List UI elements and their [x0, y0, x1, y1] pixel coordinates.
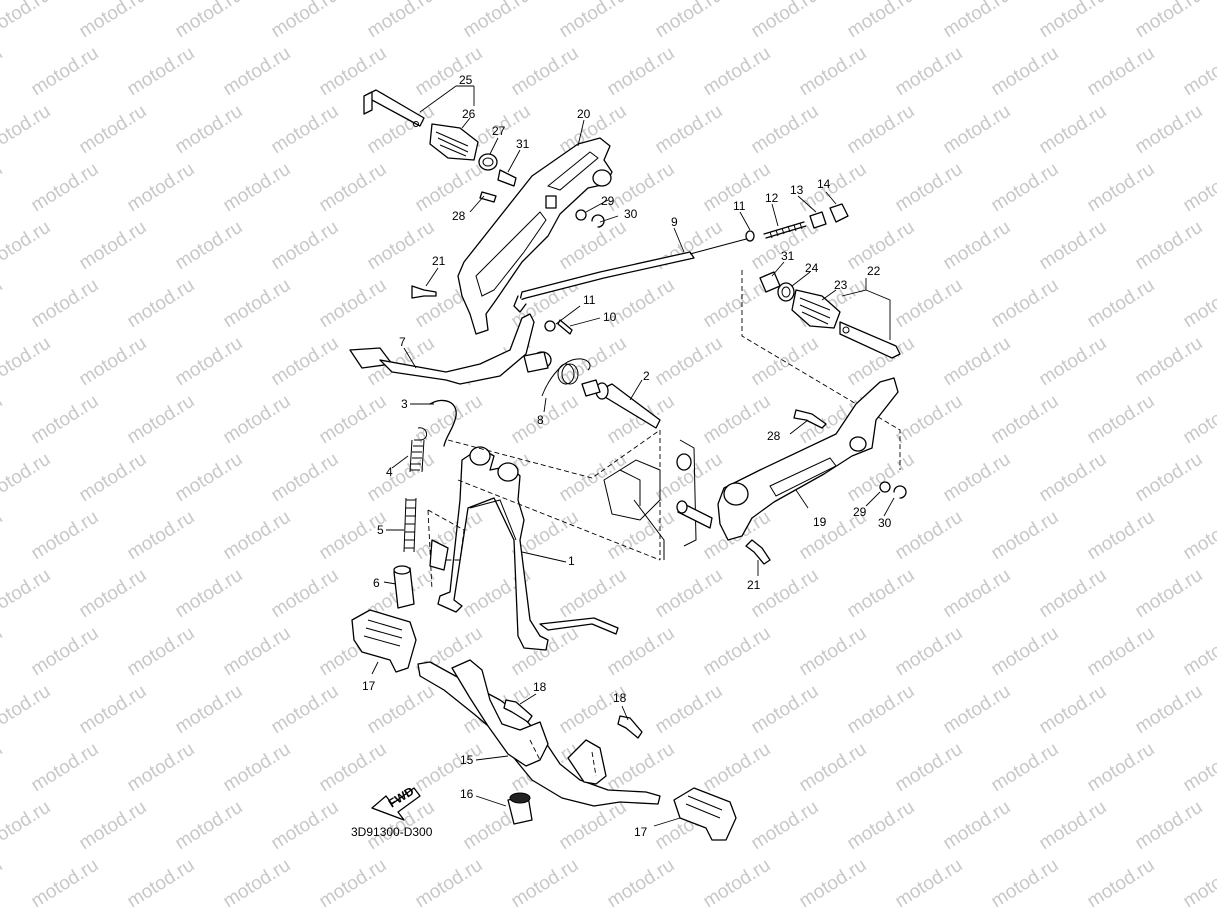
callout-1: 1 [568, 554, 575, 568]
stand-bracket-drawing [429, 539, 449, 571]
callout-15: 15 [460, 753, 474, 767]
bolt-18-left-drawing [503, 699, 533, 723]
callout-28-right: 28 [767, 429, 781, 443]
pin-10-drawing [557, 319, 573, 335]
callout-24: 24 [805, 261, 819, 275]
callout-25: 25 [459, 73, 473, 87]
callout-26: 26 [462, 107, 476, 121]
callout-27: 27 [492, 124, 506, 138]
callout-18-right: 18 [613, 691, 627, 705]
collar-6-drawing [393, 565, 415, 609]
clip-30-left-drawing [591, 214, 605, 228]
washer-11-drawing [745, 230, 755, 242]
shaft-2-drawing [581, 379, 661, 429]
part-drawings: FWD [349, 89, 907, 841]
brake-pedal-drawing [349, 313, 552, 385]
rear-footrest-left-drawing [363, 89, 517, 203]
washer-11b-drawing [544, 320, 556, 332]
spring-hook-3-drawing [429, 399, 457, 447]
spring-12-drawing [763, 221, 807, 239]
bolt-21-left-drawing [411, 285, 437, 299]
damper-16-drawing [507, 792, 533, 825]
callout-6: 6 [373, 576, 380, 590]
callout-16: 16 [460, 787, 474, 801]
callout-23: 23 [834, 278, 848, 292]
callout-14: 14 [817, 177, 831, 191]
callout-28-left: 28 [452, 209, 466, 223]
frame-center-drawing [603, 430, 713, 560]
spring-4-drawing [409, 427, 427, 473]
washer-29-right-drawing [879, 481, 891, 493]
callout-13: 13 [790, 183, 804, 197]
footrest-17-right-drawing [673, 787, 737, 841]
clip-30-right-drawing [893, 485, 907, 499]
spring-5-drawing [403, 497, 417, 553]
callout-12: 12 [765, 191, 779, 205]
callout-2: 2 [643, 369, 650, 383]
callout-3: 3 [401, 397, 408, 411]
callout-18-left: 18 [533, 680, 547, 694]
callout-11-mid: 11 [583, 293, 596, 307]
diagram-code: 3D91300-D300 [351, 825, 433, 839]
callout-10: 10 [603, 310, 617, 324]
callout-labels: 25 26 27 31 20 28 29 30 9 11 12 13 14 21… [362, 73, 892, 839]
bolt-18-right-drawing [617, 715, 643, 739]
callout-4: 4 [386, 465, 393, 479]
callout-29-left: 29 [601, 194, 615, 208]
callout-7: 7 [399, 335, 406, 349]
rear-footrest-right-drawing [759, 271, 901, 359]
leader-lines [371, 85, 895, 827]
callout-17-right: 17 [634, 825, 648, 839]
washer-29-left-drawing [575, 209, 587, 221]
callout-31-left: 31 [516, 137, 530, 151]
callout-21-left: 21 [432, 254, 446, 268]
footrest-17-left-drawing [351, 609, 417, 673]
callout-11-top: 11 [733, 199, 746, 213]
callout-31-right: 31 [781, 249, 795, 263]
callout-17-left: 17 [362, 679, 376, 693]
joint-13-drawing [809, 211, 827, 229]
callout-8: 8 [537, 413, 544, 427]
callout-21-right: 21 [747, 578, 761, 592]
alignment-line-2 [457, 479, 661, 561]
callout-5: 5 [377, 523, 384, 537]
callout-30-right: 30 [878, 516, 892, 530]
frame-ref-left [427, 509, 465, 591]
left-footrest-bracket-drawing [457, 137, 613, 335]
callout-9: 9 [671, 215, 678, 229]
callout-20: 20 [577, 107, 591, 121]
callout-19: 19 [813, 515, 827, 529]
callout-29-right: 29 [853, 505, 867, 519]
main-stand-1-drawing [437, 446, 619, 651]
callout-30-left: 30 [624, 207, 638, 221]
nut-14-drawing [829, 203, 849, 223]
bolt-21-right-drawing [745, 539, 771, 565]
right-footrest-bracket-drawing [717, 377, 899, 541]
alignment-line-1 [447, 429, 661, 479]
alignment-line-3 [741, 270, 901, 470]
brake-rod-drawing [513, 237, 751, 313]
return-spring-8-drawing [541, 358, 591, 397]
front-footrest-bar-15-drawing [417, 659, 661, 807]
callout-22: 22 [867, 264, 881, 278]
